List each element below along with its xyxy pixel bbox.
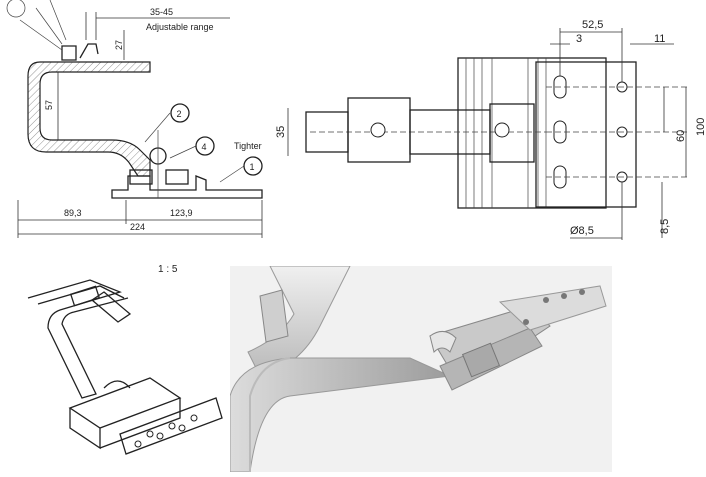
dim-35: 35 — [275, 126, 287, 138]
dim-8-5: 8,5 — [659, 219, 671, 234]
plate-render — [498, 285, 607, 331]
hook-section — [27, 61, 151, 177]
dim-100: 100 — [695, 118, 706, 136]
clamp-block-2 — [165, 169, 189, 185]
callout-4: 4 — [202, 142, 207, 152]
scale-label: 1 : 5 — [158, 264, 178, 275]
dim-27: 27 — [114, 40, 124, 50]
base-plate — [111, 175, 263, 199]
dim-52-5: 52,5 — [582, 19, 603, 31]
range-dim: 35-45 — [150, 7, 173, 17]
rendered-3d-view — [229, 265, 612, 473]
callout-1: 1 — [250, 162, 255, 172]
dim-11: 11 — [654, 33, 665, 45]
plate-iso — [119, 397, 223, 455]
top-clip — [61, 45, 77, 61]
dim-60: 60 — [675, 130, 687, 142]
clamp-block — [129, 169, 153, 185]
tighten-label: Tighter — [234, 141, 262, 151]
hole-dim: Ø8,5 — [570, 225, 594, 237]
side-section-view: 35-45 Adjustable range 27 57 2 4 1 Tight… — [0, 0, 270, 250]
range-label: Adjustable range — [146, 22, 214, 32]
base-plate-front — [535, 61, 637, 208]
dim-89-3: 89,3 — [64, 208, 82, 218]
dim-123-9: 123,9 — [170, 208, 193, 218]
rail-profile — [457, 57, 607, 209]
dim-57: 57 — [44, 100, 54, 110]
front-view: 35 52,5 3 11 60 100 8,5 Ø8,5 — [270, 0, 706, 250]
dim-3: 3 — [576, 33, 582, 45]
dim-224: 224 — [130, 222, 145, 232]
hook-arm-iso — [27, 279, 129, 399]
rail-iso — [68, 377, 182, 429]
isometric-line-view: 1 : 5 — [0, 258, 230, 472]
callout-2: 2 — [177, 109, 182, 119]
